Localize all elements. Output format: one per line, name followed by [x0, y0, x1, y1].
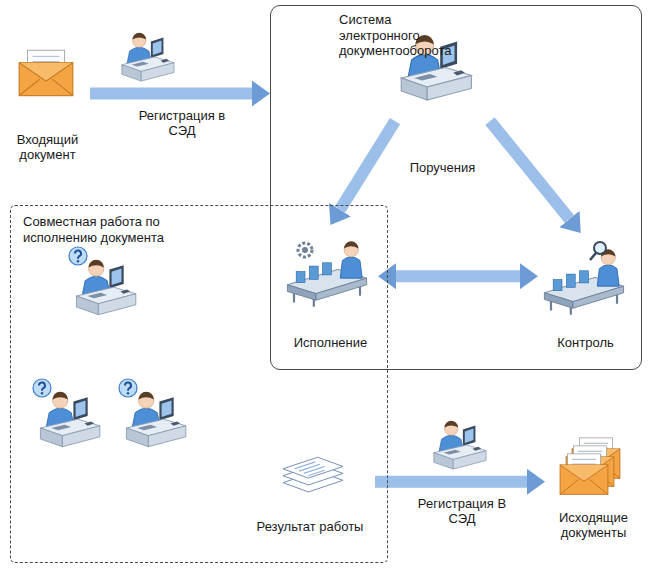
system-region: Система электронного документооборотаПор… [270, 5, 642, 370]
incoming-document: Входящий документ [5, 35, 90, 165]
block-arrow [396, 270, 520, 282]
node-label: Входящий документ [7, 132, 88, 163]
outgoing-documents: Исходящие документы [545, 435, 642, 543]
edge-label: Регистрация В СЭД [414, 496, 510, 527]
execution-node: Исполнение [283, 225, 378, 353]
block-arrow [490, 121, 569, 219]
node-label: Поручения [410, 160, 476, 176]
result-node: Результат работы [245, 445, 375, 537]
node-label: Результат работы [257, 519, 364, 535]
region-heading: Совместная работа по исполнению документ… [23, 214, 203, 245]
edge-label: Регистрация в СЭД [134, 108, 230, 139]
block-arrow [90, 88, 252, 100]
block-arrow [375, 476, 527, 488]
node-label: Исходящие документы [547, 510, 640, 541]
node-label: Исполнение [294, 335, 368, 351]
joint-work-region: Совместная работа по исполнению документ… [10, 205, 388, 563]
block-arrow [340, 121, 395, 210]
control-node: Контроль [538, 233, 633, 353]
node-label: Контроль [557, 335, 613, 351]
region-heading: Система электронного документооборота [339, 12, 464, 59]
